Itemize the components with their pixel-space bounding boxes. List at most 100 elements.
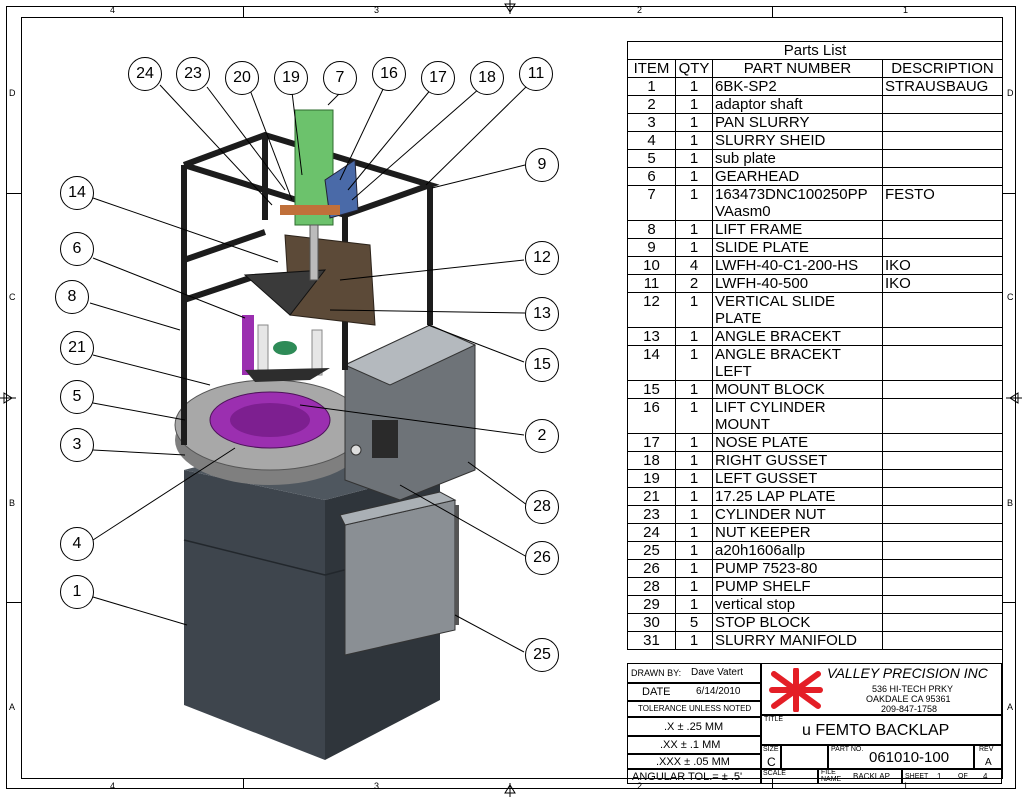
balloon-item: 23 [176, 57, 210, 91]
angular-tolerance: ANGULAR TOL.= ± .5' [632, 771, 743, 783]
item-part-number: LEFT GUSSET [712, 469, 883, 488]
item-number: 28 [627, 577, 676, 596]
item-number: 25 [627, 541, 676, 560]
item-description [881, 345, 1004, 381]
item-qty: 1 [675, 469, 713, 488]
item-part-number: PAN SLURRY [712, 113, 883, 132]
item-description [881, 238, 1004, 257]
item-part-number: STOP BLOCK [712, 613, 883, 632]
item-number: 26 [627, 559, 676, 578]
item-description [881, 613, 1004, 632]
zone-bottom-1: 1 [903, 781, 909, 791]
zone-tick [1003, 193, 1016, 194]
item-part-number: PUMP SHELF [712, 577, 883, 596]
zone-left-b: B [9, 498, 16, 508]
balloon-item: 16 [372, 57, 406, 91]
item-qty: 1 [675, 220, 713, 239]
zone-tick [243, 779, 244, 789]
balloon-item: 12 [525, 241, 559, 275]
item-qty: 1 [675, 595, 713, 614]
date-cell: DATE 6/14/2010 [627, 683, 761, 701]
sheet-total: 4 [983, 772, 988, 781]
item-qty: 1 [675, 185, 713, 221]
item-description [881, 398, 1004, 434]
item-number: 15 [627, 380, 676, 399]
item-description: FESTO [881, 185, 1004, 221]
item-qty: 1 [675, 95, 713, 114]
item-part-number: CYLINDER NUT [712, 505, 883, 524]
item-qty: 1 [675, 345, 713, 381]
item-description [881, 95, 1004, 114]
size-cell: SIZE C [761, 745, 781, 769]
item-number: 16 [627, 398, 676, 434]
balloon-item: 3 [60, 428, 94, 462]
zone-top-1: 1 [903, 5, 909, 15]
item-number: 10 [627, 256, 676, 275]
item-qty: 1 [675, 577, 713, 596]
company-phone: 209-847-1758 [881, 704, 938, 714]
balloon-item: 24 [128, 57, 162, 91]
balloon-item: 11 [519, 57, 553, 91]
valley-precision-logo-icon [769, 668, 823, 712]
item-qty: 1 [675, 292, 713, 328]
balloon-item: 9 [525, 148, 559, 182]
zone-left-c: C [9, 292, 16, 302]
item-qty: 1 [675, 505, 713, 524]
item-qty: 1 [675, 149, 713, 168]
item-description [881, 113, 1004, 132]
item-number: 18 [627, 451, 676, 470]
item-qty: 1 [675, 487, 713, 506]
balloon-item: 2 [525, 419, 559, 453]
item-qty: 1 [675, 631, 713, 650]
balloon-item: 25 [525, 638, 559, 672]
zone-tick [6, 602, 21, 603]
item-description [881, 505, 1004, 524]
tolerance-label: TOLERANCE UNLESS NOTED [638, 704, 752, 713]
item-qty: 1 [675, 167, 713, 186]
file-name-value: BACKLAP [853, 772, 890, 781]
item-part-number: NUT KEEPER [712, 523, 883, 542]
item-number: 4 [627, 131, 676, 150]
item-number: 29 [627, 595, 676, 614]
item-number: 8 [627, 220, 676, 239]
item-part-number: MOUNT BLOCK [712, 380, 883, 399]
item-description: IKO [881, 274, 1004, 293]
balloon-item: 21 [60, 331, 94, 365]
item-part-number: LIFT FRAME [712, 220, 883, 239]
header-item: ITEM [627, 59, 676, 78]
item-description [881, 220, 1004, 239]
item-description [881, 292, 1004, 328]
revision-cell: REV A [974, 745, 1002, 769]
item-number: 11 [627, 274, 676, 293]
drawn-by-value: Dave Vatert [691, 667, 744, 678]
item-qty: 2 [675, 274, 713, 293]
item-description [881, 469, 1004, 488]
balloon-item: 8 [55, 280, 89, 314]
item-qty: 1 [675, 523, 713, 542]
tolerance-x: .X ± .25 MM [664, 721, 724, 733]
item-number: 24 [627, 523, 676, 542]
zone-tick [6, 193, 21, 194]
tolerance-xxx-cell: .XXX ± .05 MM [627, 754, 761, 769]
part-number-cell: PART NO. 061010-100 [828, 745, 974, 769]
machine-assembly-drawing [89, 84, 529, 760]
item-number: 31 [627, 631, 676, 650]
zone-right-b: B [1007, 498, 1014, 508]
item-number: 7 [627, 185, 676, 221]
date-value: 6/14/2010 [696, 686, 741, 697]
zone-tick [772, 6, 773, 17]
item-description [881, 327, 1004, 346]
item-description [881, 487, 1004, 506]
parts-list-header-row: ITEM QTY PART NUMBER DESCRIPTION [627, 59, 1004, 78]
item-part-number: SLIDE PLATE [712, 238, 883, 257]
